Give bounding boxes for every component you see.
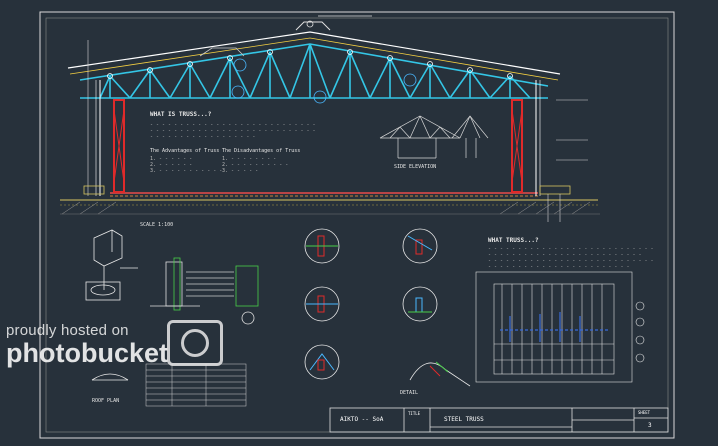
note-title-right: WHAT TRUSS...? — [488, 237, 539, 244]
framing-plan — [475, 271, 633, 383]
title-block-school: AIKTO -- SoA — [340, 416, 384, 423]
watermark-line1: proudly hosted on — [6, 322, 129, 339]
truss — [79, 43, 549, 99]
right-column — [511, 80, 588, 222]
left-column — [83, 40, 125, 196]
watermark-line2: photobucket — [6, 338, 168, 368]
title-block-sheet-label: SHEET — [638, 410, 651, 415]
roof-plan-caption: ROOF PLAN — [92, 398, 120, 404]
ground-line — [60, 192, 598, 206]
disadv-heading: The Disadvantages of Truss — [222, 148, 301, 154]
note-body-left: - - - - - - - - - - - - - - - - - - - - … — [150, 122, 316, 140]
mini-truss — [379, 115, 489, 159]
title-block — [329, 407, 669, 433]
note-body-right: - - - - - - - - - - - - - - - - - - - - … — [488, 246, 654, 270]
title-block-sheet-number: 3 — [648, 422, 652, 429]
detail-label: DETAIL — [400, 390, 419, 396]
section-label: SIDE ELEVATION — [394, 164, 437, 170]
title-block-field-label: TITLE — [408, 411, 421, 416]
scale-label: SCALE 1:100 — [140, 222, 174, 228]
schedule-table — [145, 363, 247, 407]
note-title-left: WHAT IS TRUSS...? — [150, 111, 212, 118]
disadv-list: 1. - - - - - - - -2. - - - - - - - - - -… — [222, 156, 289, 174]
photobucket-watermark: proudly hosted on photobucket — [2, 318, 242, 376]
adv-list: 1. - - - - - -2. - - - - - -3. - - - - -… — [150, 156, 223, 174]
connection-details — [304, 228, 471, 387]
camera-icon — [167, 320, 223, 366]
adv-heading: The Advantages of Truss — [150, 148, 220, 154]
title-block-title: STEEL TRUSS — [444, 416, 484, 423]
